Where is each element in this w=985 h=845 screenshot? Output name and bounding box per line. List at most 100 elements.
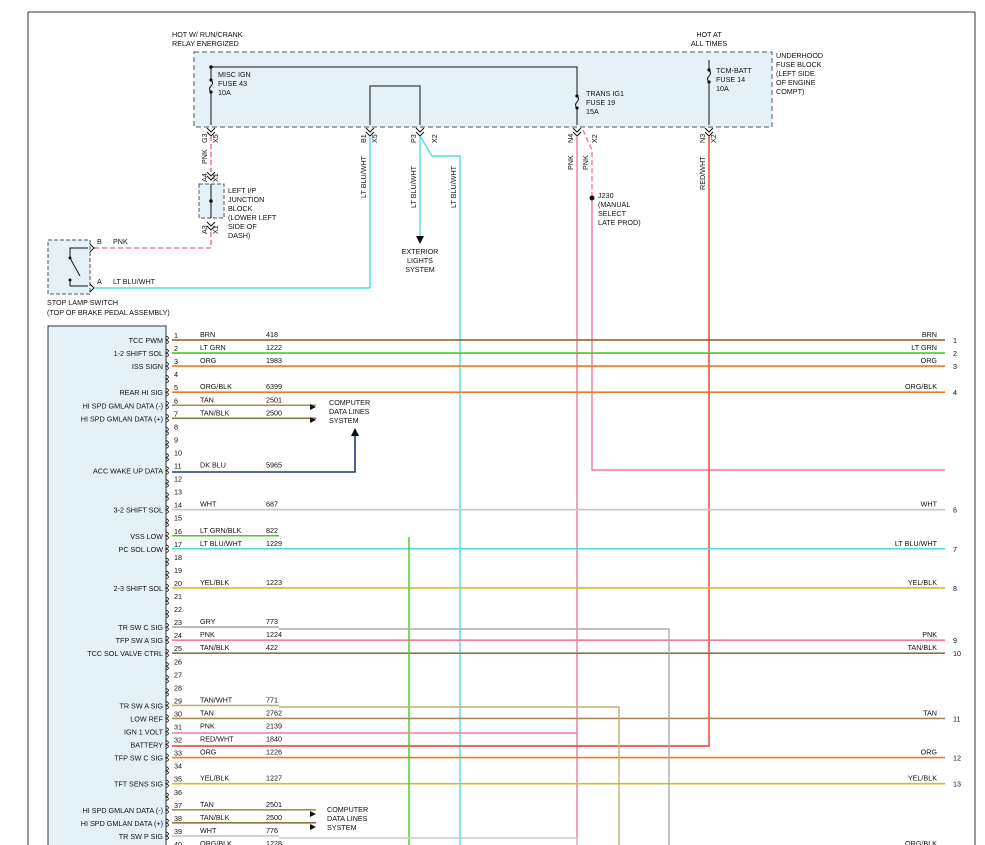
- svg-text:TRANS IG1: TRANS IG1: [586, 89, 624, 98]
- svg-text:DATA LINES: DATA LINES: [329, 407, 370, 416]
- pin-number: 19: [174, 566, 182, 575]
- circuit-code: 1840: [266, 735, 282, 744]
- pin-connector-icon: [164, 674, 169, 684]
- circuit-name: PC SOL LOW: [119, 545, 164, 554]
- right-pin-number: 9: [953, 636, 957, 645]
- circuit-code: 1229: [266, 539, 282, 548]
- circuit-code: 5965: [266, 461, 282, 470]
- wire-pnk-x2-label: PNK: [581, 155, 590, 170]
- svg-text:G3: G3: [200, 133, 209, 143]
- pin-connector-icon: [164, 609, 169, 619]
- svg-text:MISC IGN: MISC IGN: [218, 70, 251, 79]
- pin-number: 8: [174, 422, 178, 431]
- pin-row: 12: [164, 475, 182, 488]
- fuse-14-label: TCM-BATT FUSE 14 10A: [716, 66, 752, 93]
- wire-color-label: TAN/WHT: [200, 695, 233, 704]
- wire-color-label: DK BLU: [200, 461, 226, 470]
- right-pin-number: 13: [953, 780, 961, 789]
- wire-color-label: LT GRN/BLK: [200, 526, 241, 535]
- circuit-name: TR SW P SIG: [119, 832, 164, 841]
- pin-number: 7: [174, 409, 178, 418]
- circuit-code: 822: [266, 526, 278, 535]
- connector-p3: P3 X2: [409, 127, 439, 143]
- pin-connector-icon: [164, 335, 169, 345]
- computer-data-lines-label-1: COMPUTER DATA LINES SYSTEM: [329, 398, 370, 425]
- svg-text:X5: X5: [211, 134, 220, 143]
- svg-text:FUSE 43: FUSE 43: [218, 79, 247, 88]
- wire-color-label: WHT: [200, 826, 217, 835]
- pin-number: 13: [174, 488, 182, 497]
- computer-data-lines-label-2: COMPUTER DATA LINES SYSTEM: [327, 805, 368, 832]
- hot-all-times-label-2: ALL TIMES: [691, 39, 728, 48]
- wire-color-label: ORG/BLK: [200, 839, 232, 845]
- switch-pin-a: A: [97, 277, 102, 286]
- wire-redwht-n3-label: RED/WHT: [698, 156, 707, 190]
- module-box: [47, 325, 167, 845]
- pin-connector-icon: [164, 831, 169, 841]
- pin-connector-icon: [164, 714, 169, 723]
- exterior-lights-label: EXTERIOR LIGHTS SYSTEM: [402, 247, 439, 274]
- svg-text:COMPUTER: COMPUTER: [327, 805, 368, 814]
- wire-color-label: LT GRN: [200, 343, 226, 352]
- pin-number: 2: [174, 344, 178, 353]
- pin-connector-icon: [164, 518, 169, 528]
- junction-conn-x1-bottom: X1: [211, 225, 220, 234]
- underhood-fuse-block: [193, 51, 773, 128]
- circuit-name: TR SW A SIG: [119, 701, 163, 710]
- pin-row: 27: [164, 670, 182, 684]
- pin-number: 11: [174, 462, 181, 471]
- svg-text:SYSTEM: SYSTEM: [329, 416, 359, 425]
- svg-text:FUSE 19: FUSE 19: [586, 98, 615, 107]
- junction-pin-a3: A3: [200, 225, 209, 234]
- pin-number: 28: [174, 683, 182, 692]
- circuit-code: 1227: [266, 774, 282, 783]
- stop-lamp-switch: [47, 239, 91, 295]
- wire-color-label: WHT: [200, 500, 217, 509]
- pin-connector-icon: [164, 596, 169, 606]
- wire-color-label: YEL/BLK: [200, 774, 229, 783]
- circuit-name: TCC PWM: [129, 336, 163, 345]
- svg-text:(MANUAL: (MANUAL: [598, 200, 630, 209]
- pin-connector-icon: [164, 466, 169, 475]
- pin-connector-icon: [164, 805, 169, 815]
- circuit-code: 2500: [266, 813, 282, 822]
- pin-connector-icon: [164, 753, 169, 762]
- pin-number: 17: [174, 540, 182, 549]
- pin-number: 5: [174, 383, 178, 392]
- fuse-19-label: TRANS IG1 FUSE 19 15A: [586, 89, 624, 116]
- pin-number: 1: [174, 331, 178, 340]
- pin-connector-icon: [164, 727, 169, 736]
- pin-number: 12: [174, 475, 182, 484]
- svg-text:SIDE OF: SIDE OF: [228, 222, 257, 231]
- pin-connector-icon: [164, 570, 169, 580]
- junction-conn-x1-top: X1: [211, 173, 220, 182]
- pin-number: 36: [174, 788, 182, 797]
- wire-pnk-to-switch: [92, 232, 212, 249]
- pin-connector-icon: [164, 818, 169, 828]
- svg-text:(LOWER LEFT: (LOWER LEFT: [228, 213, 277, 222]
- fuse-43-label: MISC IGN FUSE 43 10A: [218, 70, 251, 97]
- wire-wht-pin39: [279, 837, 578, 845]
- circuit-code: 2501: [266, 800, 282, 809]
- run-crank-label-1: HOT W/ RUN/CRANK: [172, 30, 243, 39]
- svg-text:SELECT: SELECT: [598, 209, 627, 218]
- circuit-name: TFT SENS SIG: [114, 780, 163, 789]
- right-wire-label: ORG: [921, 356, 938, 365]
- pin-number: 20: [174, 579, 182, 588]
- pin-connector-icon: [164, 374, 169, 384]
- circuit-code: 1223: [266, 578, 282, 587]
- stop-lamp-label-2: (TOP OF BRAKE PEDAL ASSEMBLY): [47, 308, 170, 317]
- svg-text:LEFT I/P: LEFT I/P: [228, 186, 256, 195]
- svg-text:P3: P3: [409, 134, 418, 143]
- right-wire-label: ORG/BLK: [905, 839, 937, 845]
- wire-color-label: TAN/BLK: [200, 813, 230, 822]
- pin-number: 23: [174, 618, 182, 627]
